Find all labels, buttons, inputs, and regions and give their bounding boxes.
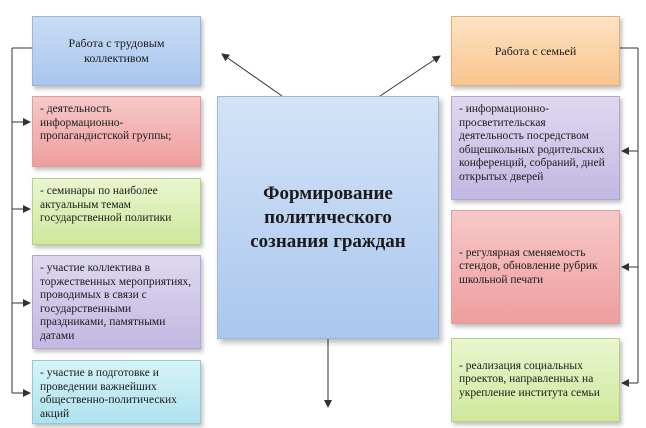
left-item-1-box: - деятельность информационно-пропагандис…	[32, 96, 201, 167]
left-header-box: Работа с трудовым коллективом	[32, 16, 201, 86]
left-item-1-text: - деятельность информационно-пропагандис…	[40, 103, 172, 142]
right-item-1-text: - информационно-просветительская деятель…	[459, 103, 605, 183]
left-item-3-text: - участие коллектива в торжественных мер…	[40, 262, 192, 342]
left-item-4-text: - участие в подготовке и проведении важн…	[40, 367, 177, 420]
left-header-text: Работа с трудовым коллективом	[68, 36, 165, 65]
center-arrows	[221, 53, 441, 408]
central-topic-title: Формирование политического сознания граж…	[250, 182, 406, 252]
left-item-2-text: - семинары по наиболее актуальным темам …	[40, 185, 172, 224]
left-item-4-box: - участие в подготовке и проведении важн…	[32, 360, 201, 424]
right-bracket	[620, 47, 639, 387]
left-item-2-box: - семинары по наиболее актуальным темам …	[32, 178, 201, 245]
right-header-text: Работа с семьей	[494, 43, 577, 58]
right-item-2-text: - регулярная сменяемость стендов, обновл…	[459, 246, 598, 286]
right-item-3-box: - реализация социальных проектов, направ…	[451, 338, 620, 422]
right-header-box: Работа с семьей	[451, 16, 620, 86]
right-item-1-box: - информационно-просветительская деятель…	[451, 96, 620, 200]
right-item-2-box: - регулярная сменяемость стендов, обновл…	[451, 210, 620, 324]
right-item-3-text: - реализация социальных проектов, направ…	[459, 359, 600, 399]
left-bracket	[11, 47, 32, 397]
left-item-3-box: - участие коллектива в торжественных мер…	[32, 255, 201, 349]
central-topic-box: Формирование политического сознания граж…	[217, 96, 439, 339]
